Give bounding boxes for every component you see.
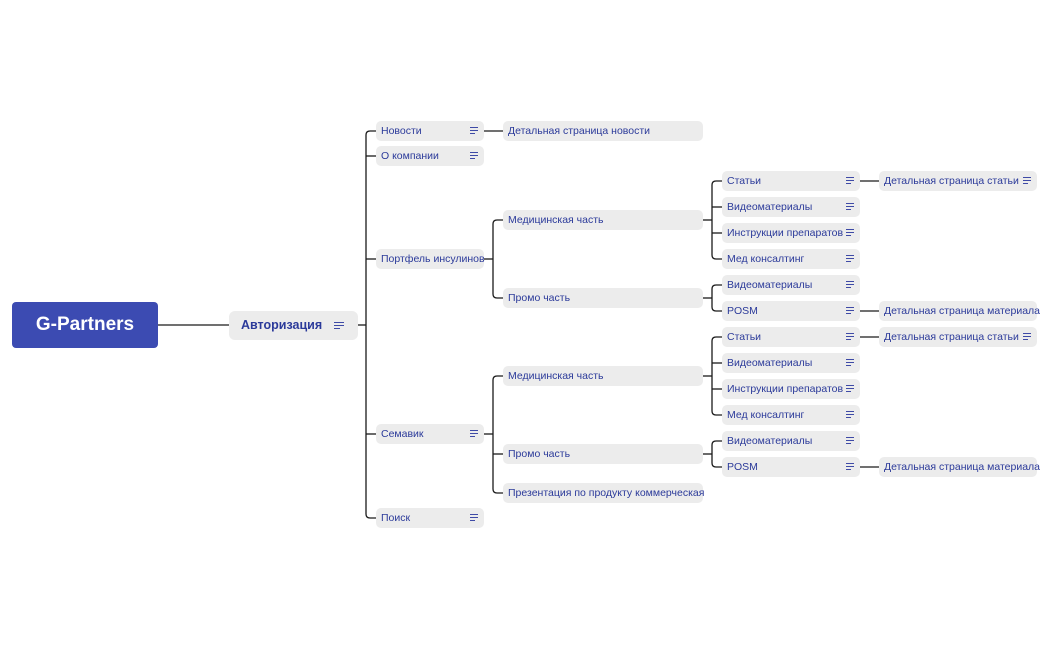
node-insulin-articles[interactable]: Статьи xyxy=(722,171,860,191)
node-insulin-posm[interactable]: POSM xyxy=(722,301,860,321)
node-insulin-promo[interactable]: Промо часть xyxy=(503,288,703,308)
node-label: Поиск xyxy=(381,512,411,524)
node-semavik-videos[interactable]: Видеоматериалы xyxy=(722,353,860,373)
node-semavik-articles[interactable]: Статьи xyxy=(722,327,860,347)
node-semavik-consulting[interactable]: Мед консалтинг xyxy=(722,405,860,425)
note-icon xyxy=(470,152,478,159)
note-icon xyxy=(470,514,478,521)
node-label: Видеоматериалы xyxy=(727,279,813,291)
note-icon xyxy=(470,127,478,134)
node-label: Детальная страница новости xyxy=(508,125,651,137)
node-semavik-posm[interactable]: POSM xyxy=(722,457,860,477)
note-icon xyxy=(334,322,344,329)
note-icon xyxy=(846,385,854,392)
note-icon xyxy=(1023,177,1031,184)
node-semavik[interactable]: Семавик xyxy=(376,424,484,444)
node-insulin-posm-detail[interactable]: Детальная страница материала xyxy=(879,301,1041,321)
node-label: Инструкции препаратов xyxy=(727,227,844,239)
node-label: Видеоматериалы xyxy=(727,435,813,447)
node-label: Промо часть xyxy=(508,292,571,304)
node-insulin-promo-videos[interactable]: Видеоматериалы xyxy=(722,275,860,295)
node-news-detail[interactable]: Детальная страница новости xyxy=(503,121,703,141)
node-label: Видеоматериалы xyxy=(727,357,813,369)
node-insulin-medical[interactable]: Медицинская часть xyxy=(503,210,703,230)
node-insulin-portfolio[interactable]: Портфель инсулинов xyxy=(376,249,485,269)
node-label: Видеоматериалы xyxy=(727,201,813,213)
node-label: Семавик xyxy=(381,428,424,440)
node-semavik-promo[interactable]: Промо часть xyxy=(503,444,703,464)
node-label: Медицинская часть xyxy=(508,370,604,382)
node-label: Мед консалтинг xyxy=(727,253,805,265)
node-authorization[interactable]: Авторизация xyxy=(229,311,358,340)
root-node-g-partners[interactable]: G-Partners xyxy=(12,302,158,348)
node-news[interactable]: Новости xyxy=(376,121,484,141)
node-label: Авторизация xyxy=(241,318,323,332)
node-label: Портфель инсулинов xyxy=(381,253,485,265)
node-semavik-posm-detail[interactable]: Детальная страница материала xyxy=(879,457,1041,477)
note-icon xyxy=(846,411,854,418)
node-label: Новости xyxy=(381,125,422,137)
note-icon xyxy=(846,463,854,470)
note-icon xyxy=(846,359,854,366)
note-icon xyxy=(846,229,854,236)
note-icon xyxy=(846,255,854,262)
node-label: Промо часть xyxy=(508,448,571,460)
node-label: Детальная страница материала xyxy=(884,461,1041,473)
node-semavik-instructions[interactable]: Инструкции препаратов xyxy=(722,379,860,399)
node-semavik-promo-videos[interactable]: Видеоматериалы xyxy=(722,431,860,451)
node-insulin-articles-detail[interactable]: Детальная страница статьи xyxy=(879,171,1037,191)
note-icon xyxy=(846,437,854,444)
node-insulin-consulting[interactable]: Мед консалтинг xyxy=(722,249,860,269)
node-label: Детальная страница статьи xyxy=(884,175,1019,187)
node-label: Детальная страница статьи xyxy=(884,331,1019,343)
node-semavik-medical[interactable]: Медицинская часть xyxy=(503,366,703,386)
node-label: Мед консалтинг xyxy=(727,409,805,421)
node-label: Медицинская часть xyxy=(508,214,604,226)
node-label: Статьи xyxy=(727,331,762,343)
node-label: POSM xyxy=(727,305,758,317)
node-label: Статьи xyxy=(727,175,762,187)
node-about-company[interactable]: О компании xyxy=(376,146,484,166)
node-insulin-videos[interactable]: Видеоматериалы xyxy=(722,197,860,217)
node-label: Детальная страница материала xyxy=(884,305,1041,317)
node-label: POSM xyxy=(727,461,758,473)
note-icon xyxy=(846,281,854,288)
node-label: О компании xyxy=(381,150,439,162)
node-label: Презентация по продукту коммерческая xyxy=(508,487,705,499)
note-icon xyxy=(470,430,478,437)
note-icon xyxy=(846,203,854,210)
note-icon xyxy=(846,307,854,314)
node-semavik-presentation[interactable]: Презентация по продукту коммерческая xyxy=(503,483,705,503)
note-icon xyxy=(846,177,854,184)
node-search[interactable]: Поиск xyxy=(376,508,484,528)
node-semavik-articles-detail[interactable]: Детальная страница статьи xyxy=(879,327,1037,347)
note-icon xyxy=(846,333,854,340)
node-label: Инструкции препаратов xyxy=(727,383,844,395)
note-icon xyxy=(1023,333,1031,340)
node-insulin-instructions[interactable]: Инструкции препаратов xyxy=(722,223,860,243)
